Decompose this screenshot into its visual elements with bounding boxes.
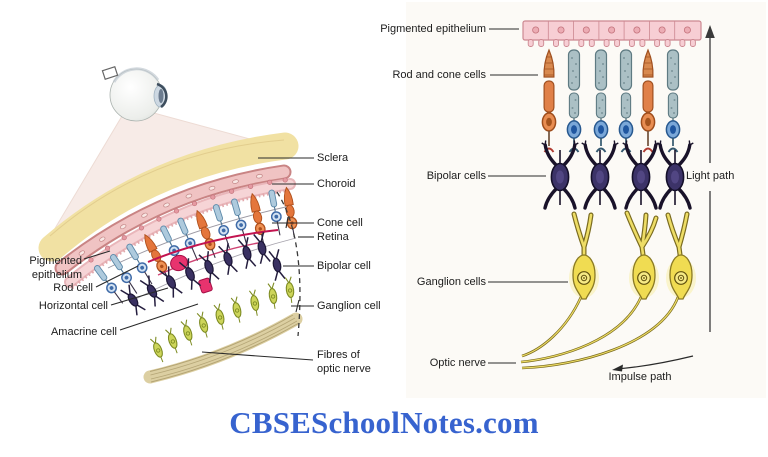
amacrine-cell-body (198, 277, 213, 294)
label-fibres-of-optic-nerve: Fibres of optic nerve (317, 349, 371, 376)
iris-crescent (156, 82, 168, 109)
right-retina-layers-illustration (488, 20, 715, 372)
label-line: epithelium (31, 268, 82, 281)
retina-extent-dashed-bracket (276, 191, 301, 337)
label-rod-cell: Rod cell (53, 282, 93, 294)
sclera-edge-line (49, 139, 285, 237)
label-horizontal-cell: Horizontal cell (38, 300, 108, 312)
right-panel-background (406, 2, 766, 398)
label-line: optic nerve (317, 362, 371, 375)
label-optic-nerve: Optic nerve (429, 357, 486, 369)
sclera-band (38, 132, 299, 262)
choroid-band (54, 164, 292, 276)
retina-sample-box (101, 65, 119, 81)
optic-nerve-fibres-band (143, 312, 303, 384)
label-retina: Retina (317, 231, 349, 243)
impulse-path-arrow (612, 355, 694, 372)
ganglion-axons (520, 296, 680, 370)
label-pigmented-epithelium-left: Pigmented epithelium (8, 255, 82, 282)
label-amacrine-cell: Amacrine cell (50, 326, 117, 338)
pigmented-epithelium-band-left (64, 177, 296, 290)
label-choroid: Choroid (317, 178, 356, 190)
ganglion-cells-right (520, 210, 696, 370)
label-rod-and-cone-cells: Rod and cone cells (392, 69, 486, 81)
label-line: Pigmented (29, 255, 82, 267)
eye-illustration (101, 65, 168, 122)
retina-bracket-tick (295, 299, 300, 313)
up-arrowhead-icon (705, 25, 715, 38)
ganglion-cell-bodies (569, 254, 696, 300)
label-pigmented-epithelium-right: Pigmented epithelium (380, 23, 486, 35)
label-sclera: Sclera (317, 152, 349, 164)
label-cone-cell: Cone cell (317, 217, 363, 229)
light-path-arrow (705, 25, 715, 332)
retina-bracket-tick (285, 216, 289, 229)
leader-lines-right (488, 28, 568, 364)
pigmented-epithelium-strip (522, 20, 702, 47)
label-bipolar-cell: Bipolar cell (317, 260, 371, 272)
label-line: Fibres of (317, 349, 360, 361)
label-impulse-path: Impulse path (608, 371, 672, 383)
left-arrowhead-icon (612, 364, 623, 372)
left-retina-section-illustration (38, 65, 314, 384)
epithelium-cilia-fringe (71, 188, 292, 290)
leader-lines-left (83, 157, 314, 361)
watermark-text: CBSESchoolNotes.com (229, 405, 539, 440)
label-bipolar-cells: Bipolar cells (426, 170, 486, 182)
label-ganglion-cells: Ganglion cells (416, 276, 486, 288)
label-light-path: Light path (686, 170, 735, 182)
label-ganglion-cell: Ganglion cell (317, 300, 381, 312)
